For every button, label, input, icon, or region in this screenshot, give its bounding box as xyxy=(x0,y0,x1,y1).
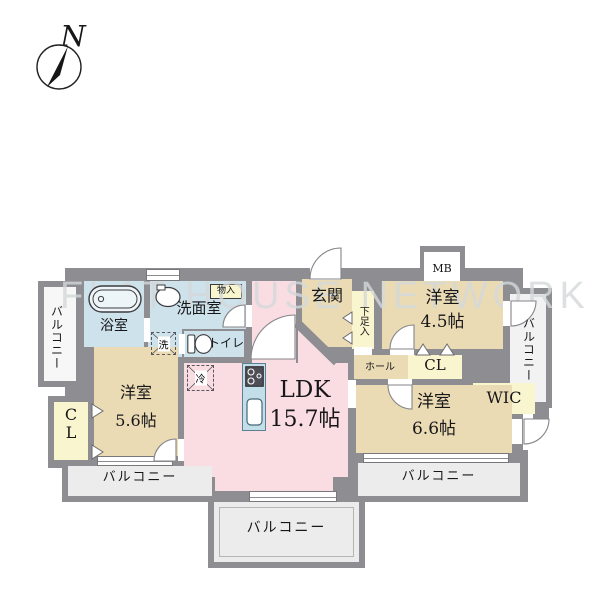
kitchen-sink-icon xyxy=(246,398,263,426)
sink-icon xyxy=(155,284,181,308)
opening-washroom-toilet xyxy=(179,334,185,354)
bedroom-56-area xyxy=(94,347,178,456)
balcony-bottom-left-area xyxy=(68,466,212,496)
storage-top-label: 物入 xyxy=(216,286,235,296)
balcony-left-area xyxy=(44,287,76,381)
opening-genkan-hall xyxy=(354,347,372,355)
washroom-label: 洗面室 xyxy=(176,299,222,317)
balcony-bottom-right-label: バルコニー xyxy=(401,469,477,484)
opening-balcony-right-door xyxy=(503,301,511,326)
stove-icon xyxy=(245,366,264,387)
door-right-exterior xyxy=(523,418,550,445)
balcony-left-label: バルコニー xyxy=(49,304,64,370)
toilet-icon xyxy=(187,334,213,354)
washer-label: 洗 xyxy=(157,336,170,351)
balcony-bottom-center-label: バルコニー xyxy=(246,520,327,536)
meter-box-label: MB xyxy=(432,262,452,275)
balcony-right-label: バルコニー xyxy=(521,316,536,382)
closet-left-char-l: L xyxy=(65,422,77,442)
balcony-bottom-center-area xyxy=(214,502,359,562)
bathtub-icon xyxy=(88,285,142,313)
bedroom-56-size: 5.6帖 xyxy=(115,411,157,430)
opening-bedroom56-door xyxy=(178,439,184,461)
opening-bedroom45-door xyxy=(390,349,414,355)
ldk-name: LDK xyxy=(279,377,331,403)
compass-north-label: N xyxy=(60,19,86,53)
bedroom-66-size: 6.6帖 xyxy=(411,419,457,439)
fridge-label: 冷 xyxy=(194,370,207,386)
bedroom-66-name: 洋室 xyxy=(417,392,451,412)
meter-box-area xyxy=(424,252,460,282)
window-washroom-top xyxy=(146,269,180,281)
shoe-closet-label: 下足入 xyxy=(357,306,369,336)
ldk-lip-area xyxy=(215,477,333,491)
wall-genkan-bottom xyxy=(300,347,352,355)
washer-space: 洗 xyxy=(151,332,176,355)
window-ldk-bottom xyxy=(249,491,337,502)
bedroom-66-area xyxy=(356,385,512,453)
bedroom-45-size: 4.5帖 xyxy=(420,312,465,332)
opening-ldk-hall xyxy=(348,380,356,408)
storage-top-area xyxy=(210,284,242,299)
bath-label: 浴室 xyxy=(100,318,128,334)
bedroom-45-name: 洋室 xyxy=(425,288,460,308)
opening-entrance xyxy=(310,266,340,280)
opening-right-exterior-door xyxy=(512,419,522,444)
closet-left-char-c: C xyxy=(64,405,78,424)
opening-bedroom66-door xyxy=(388,379,412,385)
balcony-rail-line xyxy=(219,507,354,557)
ldk-main-area xyxy=(184,363,348,477)
closet-left-label: C L xyxy=(54,406,88,442)
toilet-label: トイレ xyxy=(207,336,244,350)
watermark-text: FLAT HOUSE NETWORK xyxy=(60,275,590,317)
window-bedroom-56 xyxy=(97,456,173,466)
bedroom-56-name: 洋室 xyxy=(119,383,152,402)
wall-right-door-stub xyxy=(533,402,549,419)
balcony-bottom-left-label: バルコニー xyxy=(102,470,178,485)
opening-bath-washroom xyxy=(144,318,150,342)
closet-left-area xyxy=(54,402,88,460)
hall-area xyxy=(354,355,408,379)
wic-label: WIC xyxy=(486,388,522,407)
window-bedroom-66 xyxy=(363,453,509,463)
shoe-closet-area xyxy=(352,291,374,349)
balcony-bottom-right-area xyxy=(358,463,520,496)
genkan-label: 玄関 xyxy=(310,286,343,305)
hall-label: ホール xyxy=(365,362,395,373)
closet-top-area xyxy=(408,355,462,379)
fridge-space: 冷 xyxy=(187,365,214,391)
opening-washroom-door xyxy=(246,305,252,327)
ldk-size: 15.7帖 xyxy=(269,407,341,432)
compass-icon xyxy=(36,44,82,90)
closet-top-label: CL xyxy=(424,356,446,374)
